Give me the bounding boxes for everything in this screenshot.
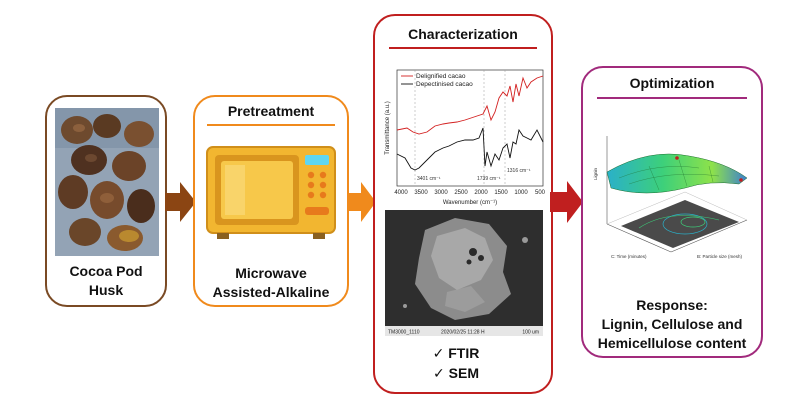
- ftir-tick-2000: 2000: [474, 190, 488, 196]
- ftir-y-axis-label: Transmittance (a.u.): [385, 101, 391, 154]
- ftir-peak-label-2: 1739 cm⁻¹: [477, 176, 501, 182]
- husk-caption-line2: Husk: [88, 282, 124, 298]
- check-item-sem: ✓ SEM: [361, 364, 551, 383]
- checkmark-icon: ✓: [432, 345, 445, 361]
- ftir-tick-500: 500: [535, 190, 546, 196]
- flow-arrow-2: [347, 182, 376, 222]
- check-label-sem: SEM: [448, 365, 479, 381]
- ftir-tick-3500: 3500: [414, 190, 428, 196]
- ftir-x-axis-label: Wavenumber (cm⁻¹): [443, 200, 497, 206]
- optimization-title: Optimization: [629, 75, 715, 91]
- surface-y-label: C: Time (minutes): [611, 254, 647, 259]
- characterization-title: Characterization: [408, 26, 518, 42]
- pretreatment-title: Pretreatment: [227, 103, 315, 119]
- flow-arrow-1: [165, 182, 196, 222]
- pretreatment-title-rule: [207, 124, 335, 126]
- husk-caption-line1: Cocoa Pod: [69, 263, 143, 279]
- check-item-ftir: ✓ FTIR: [361, 344, 551, 363]
- sem-footer-mid: 2020/02/25 11:28 H: [441, 330, 485, 336]
- ftir-tick-2500: 2500: [454, 190, 468, 196]
- ftir-tick-3000: 3000: [434, 190, 448, 196]
- cocoa-husk-photo: [55, 108, 159, 256]
- characterization-title-rule: [389, 47, 537, 49]
- ftir-legend-delignified: Delignified cacao: [416, 73, 466, 80]
- optimization-title-rule: [597, 97, 747, 99]
- optimization-caption-line2: Lignin, Cellulose and: [601, 316, 743, 332]
- ftir-peak-label-1: 3401 cm⁻¹: [417, 176, 441, 182]
- sem-micrograph: TM3000_1110 2020/02/25 11:28 H 100 um: [385, 210, 543, 336]
- response-surface-plot: Lignin C: Time (minutes) B: Particle siz…: [593, 136, 748, 259]
- stage-optimization: Optimization Lignin C: Time (minutes) B:: [581, 66, 763, 358]
- sem-footer-left: TM3000_1110: [388, 330, 420, 336]
- optimization-caption-line3: Hemicellulose content: [597, 335, 747, 351]
- pretreatment-caption-line1: Microwave: [235, 265, 307, 281]
- sem-footer-right: 100 um: [522, 330, 539, 336]
- ftir-tick-1000: 1000: [514, 190, 528, 196]
- stage-cocoa-husk: Cocoa Pod Husk: [45, 95, 167, 307]
- check-label-ftir: FTIR: [448, 345, 480, 361]
- ftir-legend-depectinised: Depectinised cacao: [416, 81, 473, 88]
- surface-x-label: B: Particle size (mesh): [697, 254, 743, 259]
- flow-arrow-3: [550, 181, 583, 223]
- stage-pretreatment: Pretreatment Microwave Assisted-Alkaline: [193, 95, 349, 307]
- optimization-caption-line1: Response:: [636, 297, 708, 313]
- surface-z-label: Lignin: [593, 167, 598, 180]
- ftir-peak-label-3: 1316 cm⁻¹: [507, 168, 531, 174]
- ftir-spectrum-chart: Delignified cacao Depectinised cacao 340…: [385, 69, 546, 206]
- microwave-icon: [206, 146, 336, 239]
- pretreatment-caption-line2: Assisted-Alkaline: [212, 284, 330, 300]
- checkmark-icon: ✓: [433, 365, 445, 381]
- ftir-tick-4000: 4000: [394, 190, 408, 196]
- stage-characterization: Characterization Delignified cacao Depec…: [373, 14, 553, 394]
- ftir-tick-1500: 1500: [494, 190, 508, 196]
